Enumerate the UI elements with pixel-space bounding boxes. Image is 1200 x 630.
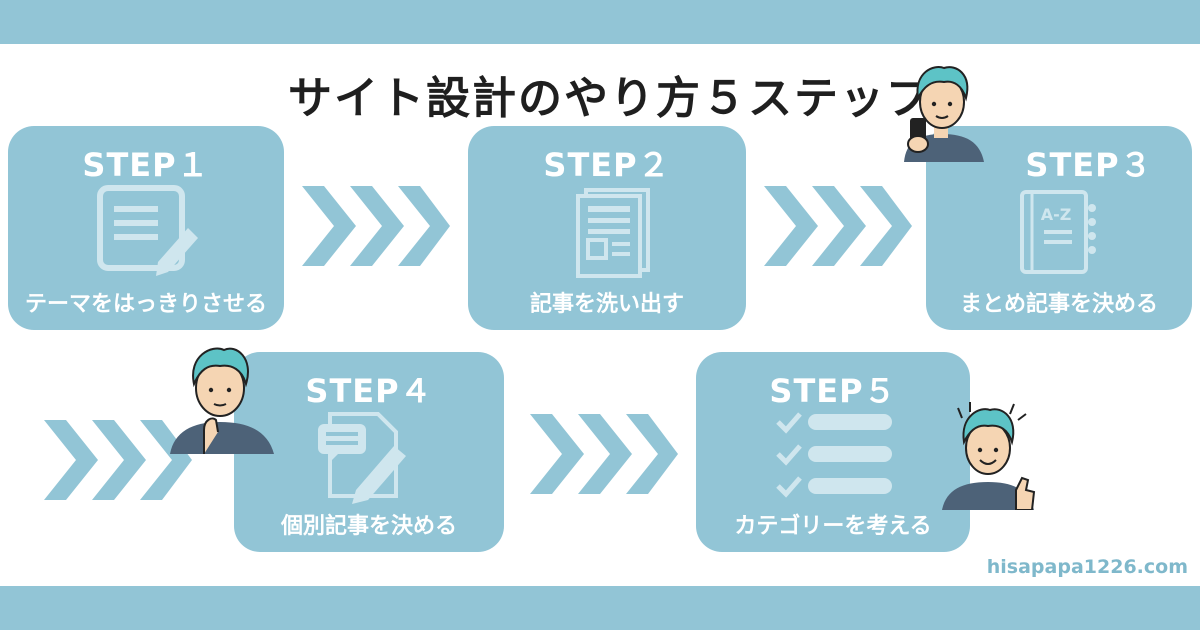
checklist-icon bbox=[774, 410, 894, 510]
character-thumbs-up bbox=[938, 398, 1040, 514]
site-url: hisapapa1226.com bbox=[986, 556, 1188, 578]
step-1-card: STEP１ テーマをはっきりさせる bbox=[8, 126, 284, 330]
step-4-card: STEP４ 個別記事を決める bbox=[234, 352, 504, 552]
book-label: A-Z bbox=[1041, 205, 1072, 224]
step-1-caption: テーマをはっきりさせる bbox=[24, 292, 267, 317]
character-thinking bbox=[170, 340, 274, 458]
step-3-card: STEP３ A-Z まとめ記事を決める bbox=[926, 126, 1192, 330]
step-3-label: STEP３ bbox=[1025, 146, 1153, 184]
a-z-book-icon: A-Z bbox=[1018, 188, 1102, 282]
edit-note-icon bbox=[96, 184, 206, 284]
top-band bbox=[0, 0, 1200, 44]
step-5-card: STEP５ カテゴリーを考える bbox=[696, 352, 970, 552]
step-4-label: STEP４ bbox=[305, 372, 433, 410]
step-2-caption: 記事を洗い出す bbox=[529, 292, 684, 317]
chevron-arrows-start-4 bbox=[44, 420, 192, 504]
step-1-label: STEP１ bbox=[82, 146, 210, 184]
chevron-arrows-4-5 bbox=[530, 414, 678, 498]
newspaper-icon bbox=[566, 188, 656, 284]
step-3-caption: まとめ記事を決める bbox=[959, 292, 1158, 317]
chevron-arrows-1-2 bbox=[302, 186, 450, 270]
chevron-arrows-2-3 bbox=[764, 186, 912, 270]
step-5-label: STEP５ bbox=[769, 372, 897, 410]
step-5-caption: カテゴリーを考える bbox=[734, 514, 932, 539]
step-2-label: STEP２ bbox=[543, 146, 671, 184]
step-4-caption: 個別記事を決める bbox=[280, 514, 457, 539]
character-with-phone bbox=[896, 58, 988, 166]
bottom-band bbox=[0, 586, 1200, 630]
write-document-icon bbox=[316, 410, 416, 510]
step-2-card: STEP２ 記事を洗い出す bbox=[468, 126, 746, 330]
